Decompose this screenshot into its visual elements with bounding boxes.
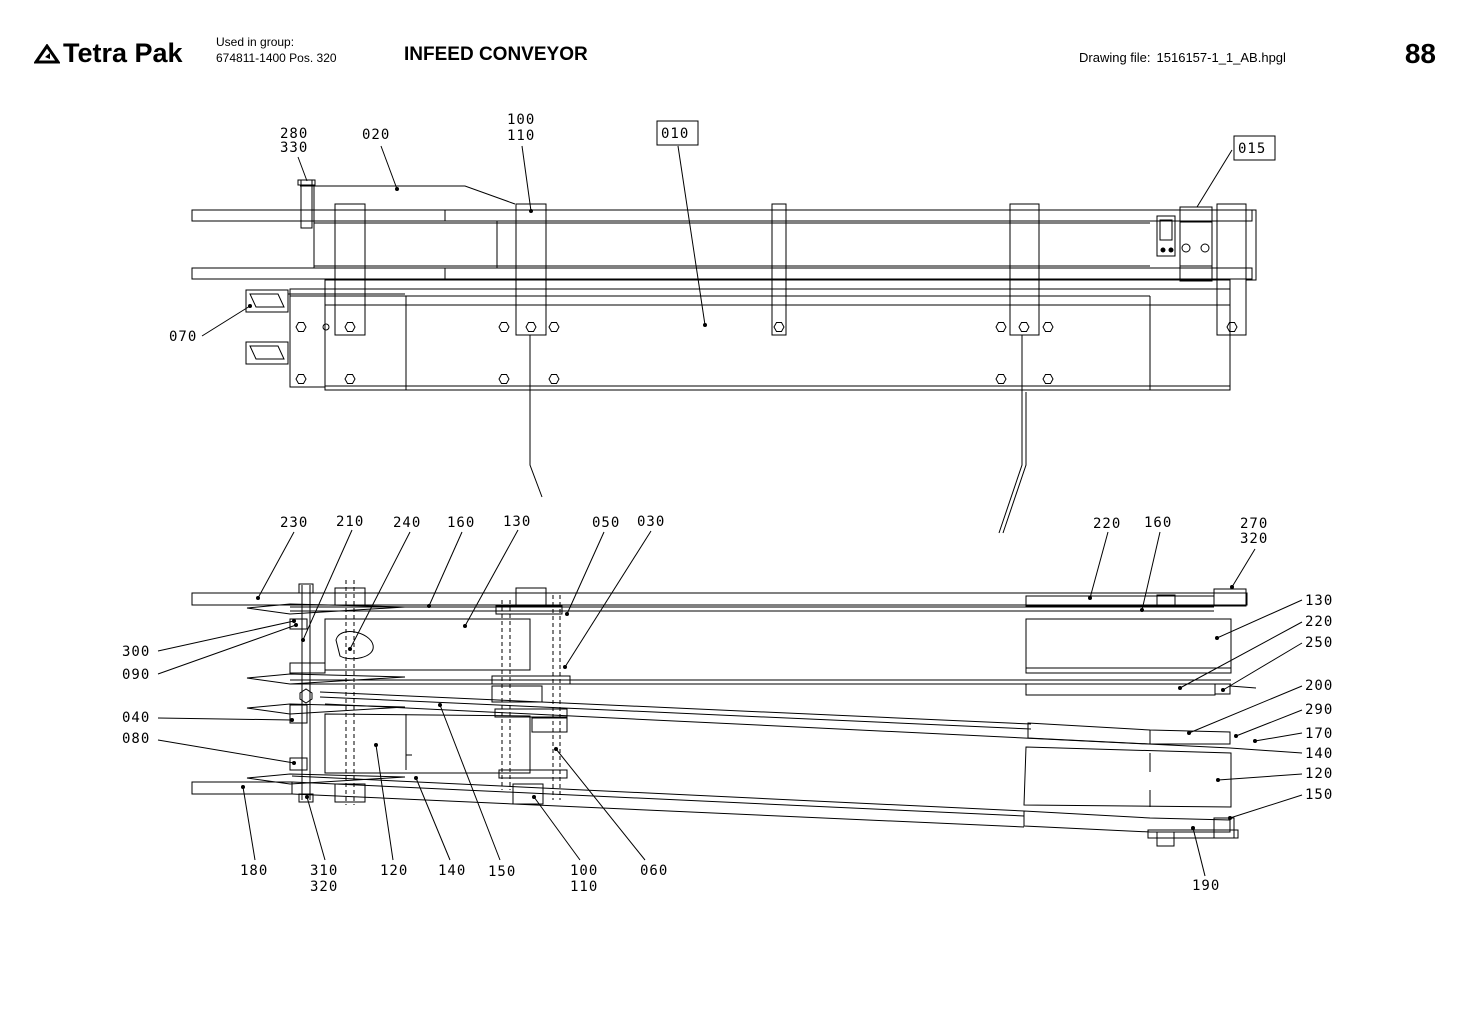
callout-label: 160 xyxy=(447,515,475,531)
callout-label: 015 xyxy=(1238,141,1266,157)
callout-label: 310 xyxy=(310,863,338,879)
callout-label: 270 xyxy=(1240,516,1268,532)
drawing-file: Drawing file: 1516157-1_1_AB.hpgl xyxy=(1079,50,1292,65)
callout-label: 330 xyxy=(280,140,308,156)
callouts-bottom: 230 210 240 160 130 050 030 220 160 270 … xyxy=(122,514,1333,895)
used-in-group: Used in group: 674811-1400 Pos. 320 xyxy=(216,34,337,66)
tetra-pak-logo: Tetra Pak xyxy=(34,38,183,69)
callout-label: 170 xyxy=(1305,726,1333,742)
callout-label: 210 xyxy=(336,514,364,530)
brand-name: Tetra Pak xyxy=(63,38,183,68)
callout-label: 130 xyxy=(503,514,531,530)
used-in-group-value: 674811-1400 Pos. 320 xyxy=(216,51,337,65)
callout-label: 120 xyxy=(1305,766,1333,782)
callout-label: 220 xyxy=(1305,614,1333,630)
callout-label: 060 xyxy=(640,863,668,879)
callout-box-010 xyxy=(656,120,699,146)
callout-label: 220 xyxy=(1093,516,1121,532)
callout-label: 080 xyxy=(122,731,150,747)
callout-box-015 xyxy=(1233,135,1276,161)
callout-label: 030 xyxy=(637,514,665,530)
callout-label: 130 xyxy=(1305,593,1333,609)
hex-bolts-top xyxy=(295,322,1238,384)
callout-label: 070 xyxy=(169,329,197,345)
callout-label: 140 xyxy=(1305,746,1333,762)
callout-label: 180 xyxy=(240,863,268,879)
callout-label: 250 xyxy=(1305,635,1333,651)
bottom-view xyxy=(191,580,1257,847)
callout-label: 140 xyxy=(438,863,466,879)
callout-label: 300 xyxy=(122,644,150,660)
callouts-top: 280 330 020 100 110 010 015 070 xyxy=(169,112,1266,345)
callout-label: 150 xyxy=(488,864,516,880)
callout-label: 150 xyxy=(1305,787,1333,803)
drawing-file-label: Drawing file: xyxy=(1079,50,1151,65)
callout-label: 110 xyxy=(570,879,598,895)
page-title: INFEED CONVEYOR xyxy=(404,44,588,65)
top-view xyxy=(191,179,1257,534)
callout-label: 120 xyxy=(380,863,408,879)
leader-lines xyxy=(157,145,1303,877)
tetra-pak-triangle-icon xyxy=(34,43,60,63)
page-header: Tetra Pak Used in group: 674811-1400 Pos… xyxy=(0,0,1462,100)
callout-label: 320 xyxy=(1240,531,1268,547)
page-number: 88 xyxy=(1404,38,1436,69)
callout-label: 040 xyxy=(122,710,150,726)
drawing-file-value: 1516157-1_1_AB.hpgl xyxy=(1156,50,1286,65)
callout-label: 090 xyxy=(122,667,150,683)
callout-label: 280 xyxy=(280,126,308,142)
callout-label: 050 xyxy=(592,515,620,531)
callout-label: 240 xyxy=(393,515,421,531)
callout-label: 100 xyxy=(570,863,598,879)
callout-label: 100 xyxy=(507,112,535,128)
callout-label: 190 xyxy=(1192,878,1220,894)
callout-label: 200 xyxy=(1305,678,1333,694)
callout-label: 020 xyxy=(362,127,390,143)
callout-label: 230 xyxy=(280,515,308,531)
used-in-group-label: Used in group: xyxy=(216,35,295,49)
callout-label: 160 xyxy=(1144,515,1172,531)
callout-label: 010 xyxy=(661,126,689,142)
callout-label: 110 xyxy=(507,128,535,144)
callout-label: 320 xyxy=(310,879,338,895)
leader-dots xyxy=(241,187,1257,830)
callout-label: 290 xyxy=(1305,702,1333,718)
